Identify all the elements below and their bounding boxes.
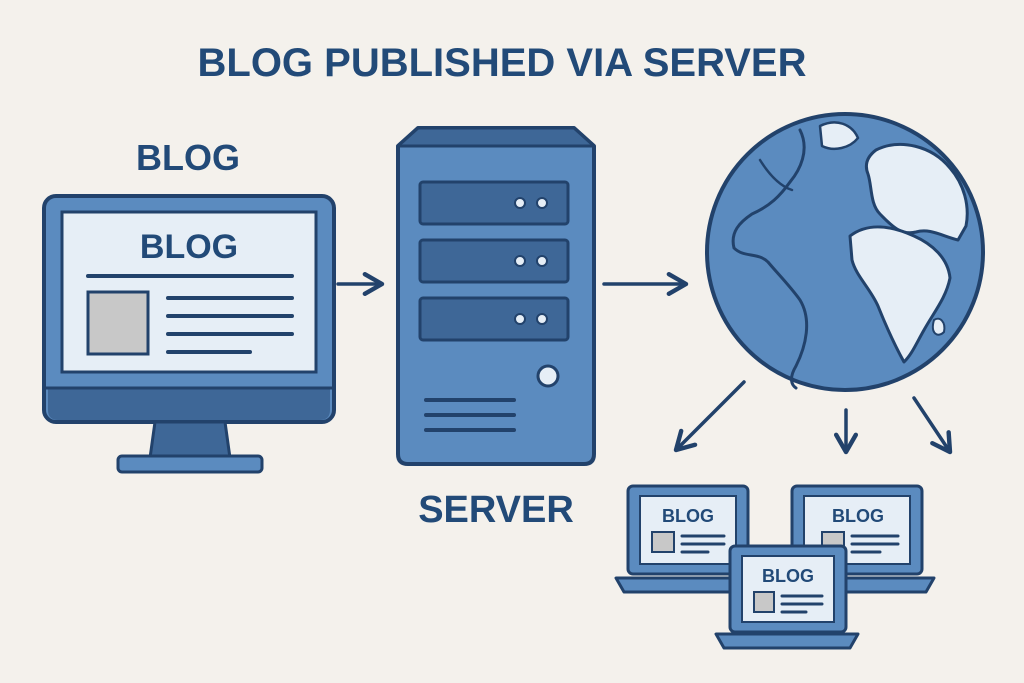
monitor-blog-title: BLOG xyxy=(140,228,238,266)
arrow-down-right-icon xyxy=(912,396,953,455)
diagram-title: BLOG PUBLISHED VIA SERVER xyxy=(198,41,807,85)
blog-heading: BLOG xyxy=(136,137,240,178)
image-placeholder xyxy=(86,290,150,356)
arrow-down-left-icon xyxy=(673,380,746,453)
laptop-right-blog-title: BLOG xyxy=(832,506,884,526)
server-tower-icon xyxy=(396,126,596,466)
laptop-front-blog-title: BLOG xyxy=(762,566,814,586)
globe-icon xyxy=(705,112,985,392)
laptop-left-blog-title: BLOG xyxy=(662,506,714,526)
desktop-monitor-icon: BLOG xyxy=(42,194,336,474)
laptop-front: BLOG xyxy=(714,544,860,650)
server-label: SERVER xyxy=(418,489,574,531)
